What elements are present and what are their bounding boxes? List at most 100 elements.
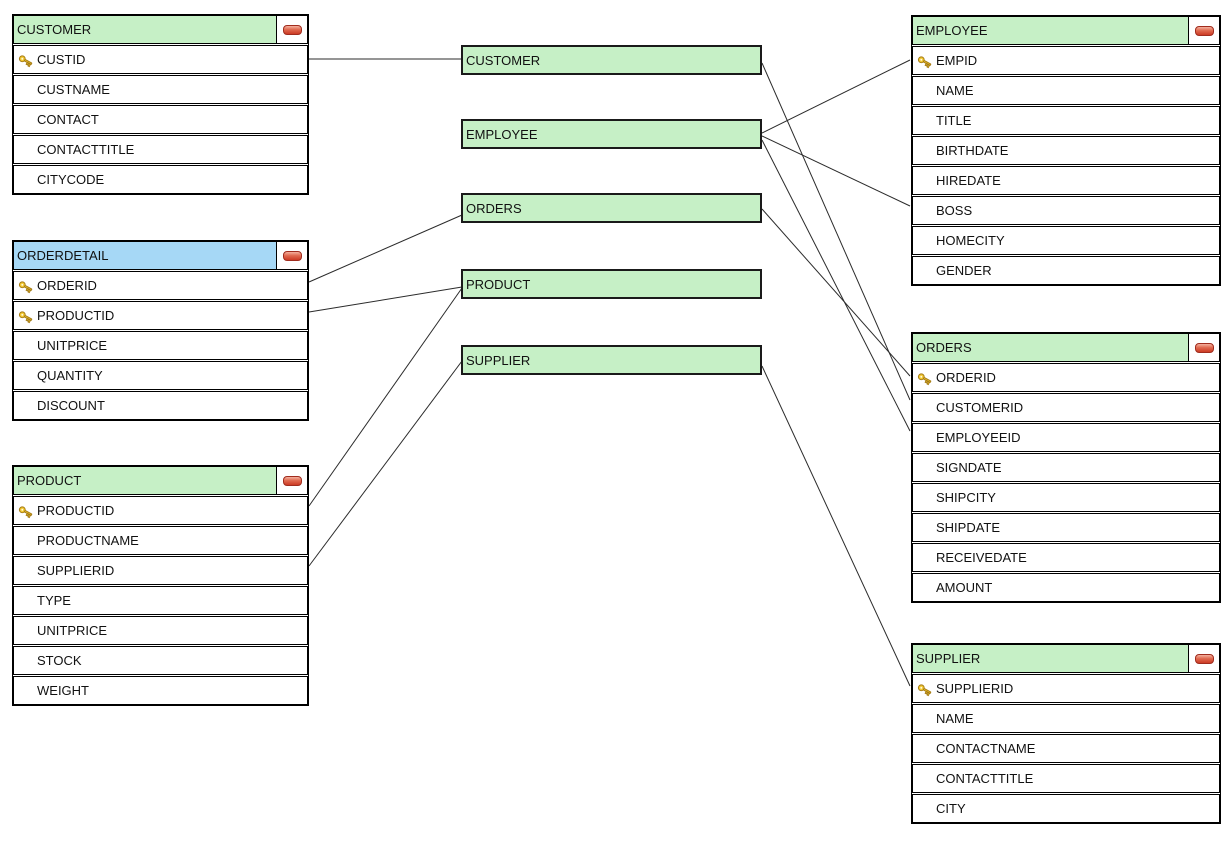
table-product[interactable]: PRODUCT PRODUCTID PRODUCTNAME SUPPLIERID… <box>12 465 309 706</box>
field-name: EMPID <box>936 53 978 68</box>
entity-ref-label: CUSTOMER <box>466 52 541 68</box>
field-row[interactable]: UNITPRICE <box>13 616 308 645</box>
field-row[interactable]: UNITPRICE <box>13 331 308 360</box>
field-row[interactable]: CUSTID <box>13 45 308 74</box>
field-name: CITYCODE <box>37 172 105 187</box>
relationship-line-product-productid[interactable] <box>308 287 463 507</box>
field-row[interactable]: TYPE <box>13 586 308 615</box>
relationship-line-employee-boss[interactable] <box>761 135 911 207</box>
table-employee[interactable]: EMPLOYEE EMPID NAME TITLE BIRTHDATE HIRE… <box>911 15 1221 286</box>
field-row[interactable]: GENDER <box>912 256 1220 285</box>
entity-ref-label: EMPLOYEE <box>466 126 538 142</box>
field-row[interactable]: EMPID <box>912 46 1220 75</box>
entity-ref-label: PRODUCT <box>466 276 531 292</box>
entity-ref-product[interactable]: PRODUCT <box>461 269 762 299</box>
field-row[interactable]: BOSS <box>912 196 1220 225</box>
collapse-button[interactable] <box>1188 645 1219 672</box>
field-row[interactable]: ORDERID <box>13 271 308 300</box>
entity-ref-orders[interactable]: ORDERS <box>461 193 762 223</box>
relationship-line-employee-empid[interactable] <box>761 59 911 134</box>
field-row[interactable]: PRODUCTID <box>13 301 308 330</box>
field-row[interactable]: NAME <box>912 704 1220 733</box>
field-name: TITLE <box>936 113 972 128</box>
collapse-button[interactable] <box>1188 17 1219 44</box>
collapse-button[interactable] <box>276 242 307 269</box>
relationship-line-orders-orderid[interactable] <box>761 208 911 377</box>
field-row[interactable]: DISCOUNT <box>13 391 308 420</box>
table-header[interactable]: ORDERDETAIL <box>13 241 308 270</box>
field-row[interactable]: SUPPLIERID <box>13 556 308 585</box>
table-header[interactable]: CUSTOMER <box>13 15 308 44</box>
table-title: EMPLOYEE <box>916 23 988 38</box>
collapse-button[interactable] <box>276 16 307 43</box>
table-orders[interactable]: ORDERS ORDERID CUSTOMERID EMPLOYEEID SIG… <box>911 332 1221 603</box>
field-name: SUPPLIERID <box>936 681 1014 696</box>
minus-icon <box>282 475 302 486</box>
field-row[interactable]: CONTACTTITLE <box>912 764 1220 793</box>
relationship-line-supplierid-supplier[interactable] <box>308 360 463 567</box>
field-row[interactable]: AMOUNT <box>912 573 1220 602</box>
field-row[interactable]: WEIGHT <box>13 676 308 705</box>
field-name: HOMECITY <box>936 233 1005 248</box>
field-row[interactable]: HOMECITY <box>912 226 1220 255</box>
field-row[interactable]: BIRTHDATE <box>912 136 1220 165</box>
table-header[interactable]: SUPPLIER <box>912 644 1220 673</box>
field-name: SHIPCITY <box>936 490 996 505</box>
minus-icon <box>282 24 302 35</box>
field-row[interactable]: SUPPLIERID <box>912 674 1220 703</box>
primary-key-icon <box>18 309 33 324</box>
field-name: NAME <box>936 83 974 98</box>
relationship-line-productid-product[interactable] <box>308 286 463 313</box>
table-header[interactable]: EMPLOYEE <box>912 16 1220 45</box>
field-row[interactable]: TITLE <box>912 106 1220 135</box>
entity-ref-employee[interactable]: EMPLOYEE <box>461 119 762 149</box>
field-row[interactable]: PRODUCTID <box>13 496 308 525</box>
field-name: STOCK <box>37 653 82 668</box>
entity-ref-customer[interactable]: CUSTOMER <box>461 45 762 75</box>
collapse-button[interactable] <box>276 467 307 494</box>
table-title: ORDERS <box>916 340 972 355</box>
field-name: WEIGHT <box>37 683 89 698</box>
field-row[interactable]: CUSTOMERID <box>912 393 1220 422</box>
field-row[interactable]: NAME <box>912 76 1220 105</box>
field-row[interactable]: SHIPCITY <box>912 483 1220 512</box>
collapse-button[interactable] <box>1188 334 1219 361</box>
primary-key-icon <box>18 53 33 68</box>
field-name: CONTACTNAME <box>936 741 1036 756</box>
relationship-line-employee-employeeid[interactable] <box>761 139 911 432</box>
field-row[interactable]: CONTACT <box>13 105 308 134</box>
field-row[interactable]: CONTACTNAME <box>912 734 1220 763</box>
field-name: ORDERID <box>37 278 97 293</box>
relationship-line-supplier-supplierid[interactable] <box>761 365 911 687</box>
table-header[interactable]: ORDERS <box>912 333 1220 362</box>
field-name: BIRTHDATE <box>936 143 1009 158</box>
field-row[interactable]: PRODUCTNAME <box>13 526 308 555</box>
minus-icon <box>1194 342 1214 353</box>
field-row[interactable]: RECEIVEDATE <box>912 543 1220 572</box>
field-row[interactable]: CITY <box>912 794 1220 823</box>
minus-icon <box>282 250 302 261</box>
field-row[interactable]: QUANTITY <box>13 361 308 390</box>
field-name: CONTACT <box>37 112 99 127</box>
field-row[interactable]: SIGNDATE <box>912 453 1220 482</box>
field-row[interactable]: EMPLOYEEID <box>912 423 1220 452</box>
field-row[interactable]: ORDERID <box>912 363 1220 392</box>
field-row[interactable]: CUSTNAME <box>13 75 308 104</box>
field-row[interactable]: CONTACTTITLE <box>13 135 308 164</box>
field-row[interactable]: SHIPDATE <box>912 513 1220 542</box>
table-supplier[interactable]: SUPPLIER SUPPLIERID NAME CONTACTNAME CON… <box>911 643 1221 824</box>
relationship-line-customer-customerid[interactable] <box>761 62 911 401</box>
field-row[interactable]: CITYCODE <box>13 165 308 194</box>
field-name: GENDER <box>936 263 992 278</box>
field-name: TYPE <box>37 593 71 608</box>
field-row[interactable]: STOCK <box>13 646 308 675</box>
entity-ref-supplier[interactable]: SUPPLIER <box>461 345 762 375</box>
table-orderdetail[interactable]: ORDERDETAIL ORDERID PRODUCTID UNITPRICE … <box>12 240 309 421</box>
table-customer[interactable]: CUSTOMER CUSTID CUSTNAME CONTACT CONTACT… <box>12 14 309 195</box>
table-header[interactable]: PRODUCT <box>13 466 308 495</box>
entity-ref-label: ORDERS <box>466 200 522 216</box>
field-name: RECEIVEDATE <box>936 550 1027 565</box>
field-row[interactable]: HIREDATE <box>912 166 1220 195</box>
relationship-line-orderid-orders[interactable] <box>308 214 463 283</box>
